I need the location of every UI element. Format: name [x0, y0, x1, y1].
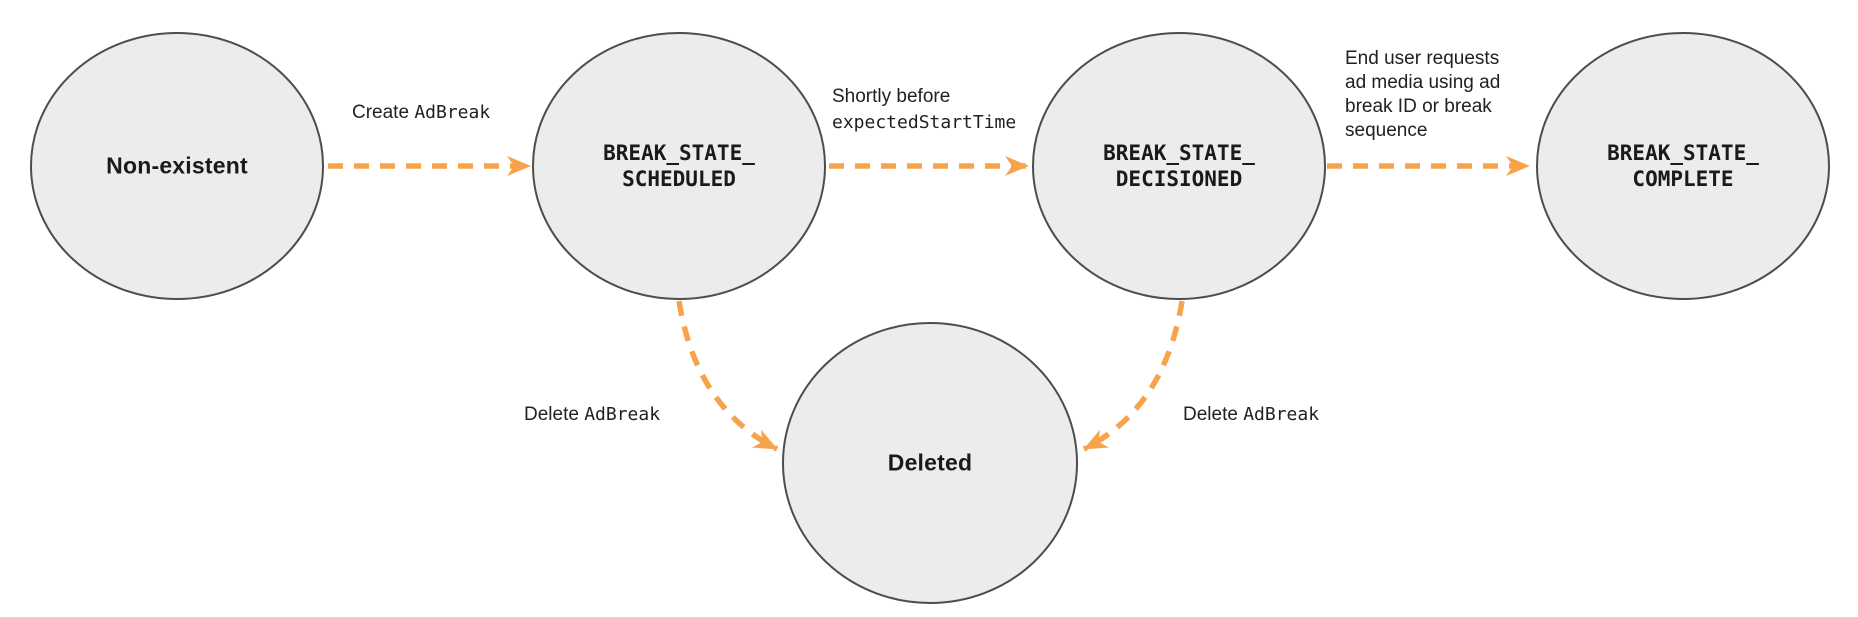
- edge-label-end-user-line2: ad media using ad: [1345, 72, 1501, 93]
- edge-label-create-adbreak: Create AdBreak: [352, 101, 490, 125]
- edge-label-end-user-line4: sequence: [1345, 120, 1428, 141]
- edge-label-delete-right: Delete AdBreak: [1183, 403, 1319, 427]
- edge-label-end-user-line1: End user requests: [1345, 48, 1500, 69]
- state-circle-deleted: [782, 322, 1078, 604]
- edge-label-delete-right-code: AdBreak: [1243, 404, 1320, 425]
- state-label-non-existent: Non-existent: [106, 152, 248, 179]
- state-label-decisioned-line1: BREAK_STATE_: [1103, 141, 1255, 165]
- edge-label-delete-left: Delete AdBreak: [524, 403, 660, 427]
- edge-label-shortly-before-line1: Shortly before: [832, 86, 951, 107]
- state-circle-non-existent: [30, 32, 324, 300]
- state-label-deleted: Deleted: [887, 449, 973, 476]
- edge-label-end-user-requests: End user requests ad media using ad brea…: [1345, 47, 1500, 143]
- state-label-scheduled-line1: BREAK_STATE_: [603, 141, 755, 165]
- state-label-decisioned: BREAK_STATE_ DECISIONED: [1103, 140, 1255, 192]
- edge-label-shortly-before: Shortly before expectedStartTime: [832, 84, 1016, 136]
- arrow-delete-from-scheduled: [676, 300, 779, 452]
- edge-label-delete-left-plain: Delete: [524, 404, 579, 425]
- state-circle-complete: [1536, 32, 1830, 300]
- state-label-complete-line1: BREAK_STATE_: [1607, 141, 1759, 165]
- edge-label-shortly-before-code: expectedStartTime: [832, 112, 1017, 133]
- edge-label-delete-right-plain: Delete: [1183, 404, 1238, 425]
- edge-label-create-code: AdBreak: [414, 102, 491, 123]
- state-circle-scheduled: [532, 32, 826, 300]
- edge-label-create-plain: Create: [352, 102, 410, 123]
- state-label-scheduled-line2: SCHEDULED: [622, 167, 736, 191]
- edge-label-end-user-line3: break ID or break: [1345, 96, 1492, 117]
- edge-label-delete-left-code: AdBreak: [584, 404, 661, 425]
- arrow-delete-from-decisioned: [1082, 300, 1185, 452]
- state-circle-decisioned: [1032, 32, 1326, 300]
- state-label-scheduled: BREAK_STATE_ SCHEDULED: [603, 140, 755, 192]
- state-label-complete-line2: COMPLETE: [1632, 167, 1734, 191]
- state-label-decisioned-line2: DECISIONED: [1115, 167, 1243, 191]
- state-label-complete: BREAK_STATE_ COMPLETE: [1607, 140, 1759, 192]
